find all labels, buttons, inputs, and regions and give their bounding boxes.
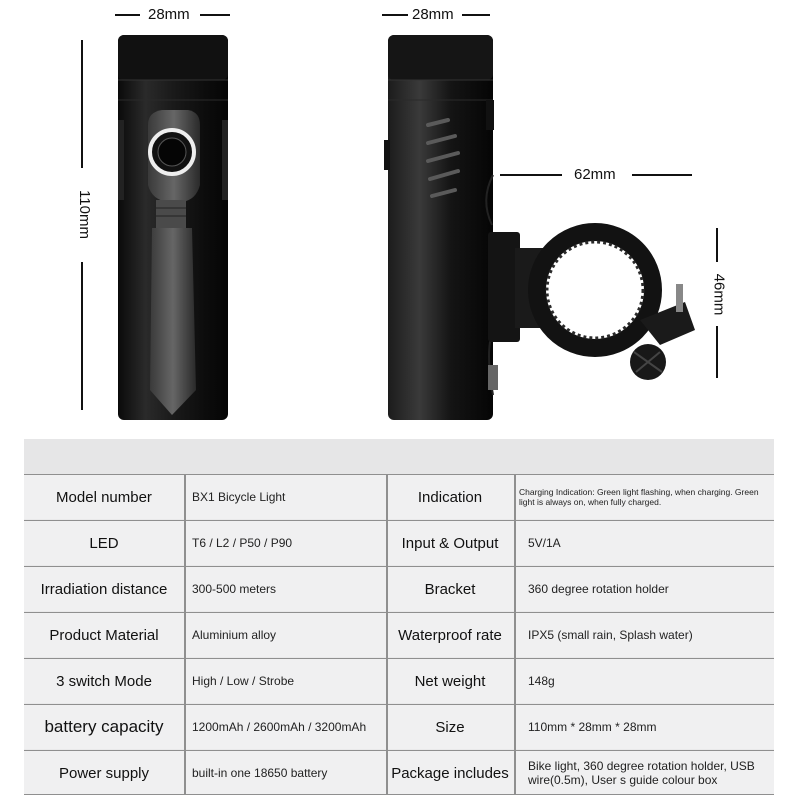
spec-label: Indication: [417, 488, 483, 506]
table-row: Model number BX1 Bicycle Light Indicatio…: [24, 474, 774, 519]
product-illustration: [81, 14, 718, 420]
spec-label: Power supply: [58, 764, 150, 782]
spec-value: Bike light, 360 degree rotation holder, …: [528, 759, 755, 787]
spec-label: battery capacity: [44, 717, 164, 736]
spec-label: Size: [435, 718, 465, 736]
spec-value: built-in one 18650 battery: [192, 766, 328, 780]
spec-label: Net weight: [414, 672, 486, 690]
table-row: Irradiation distance 300-500 meters Brac…: [24, 566, 774, 611]
table-row: Power supply built-in one 18650 battery …: [24, 750, 774, 795]
bracket-holder: [488, 223, 695, 380]
spec-label: Waterproof rate: [398, 626, 502, 644]
front-view-light: [118, 35, 228, 420]
spec-table: Model number BX1 Bicycle Light Indicatio…: [24, 439, 774, 795]
spec-value: T6 / L2 / P50 / P90: [192, 536, 293, 550]
spec-value: BX1 Bicycle Light: [192, 490, 286, 504]
spec-value: 300-500 meters: [192, 582, 277, 596]
column-divider: [514, 474, 516, 795]
table-row: battery capacity 1200mAh / 2600mAh / 320…: [24, 704, 774, 749]
spec-value: Charging Indication: Green light flashin…: [519, 487, 759, 507]
spec-value: 360 degree rotation holder: [528, 582, 669, 596]
table-row: 3 switch Mode High / Low / Strobe Net we…: [24, 658, 774, 703]
column-divider: [386, 474, 388, 795]
spec-label: Irradiation distance: [40, 580, 168, 598]
table-header-band: [24, 439, 774, 474]
spec-label: 3 switch Mode: [56, 672, 152, 690]
side-width-label: 28mm: [412, 6, 454, 23]
bracket-width-label: 62mm: [574, 166, 616, 183]
height-label: 110mm: [75, 190, 93, 239]
bracket-height-label: 46mm: [710, 273, 728, 316]
spec-label: Package includes: [391, 764, 509, 782]
spec-value: IPX5 (small rain, Splash water): [528, 628, 693, 642]
spec-label: Bracket: [424, 580, 476, 598]
side-view-light: [384, 35, 498, 420]
spec-label: Product Material: [49, 626, 159, 644]
spec-label: Input & Output: [401, 534, 499, 552]
table-row: LED T6 / L2 / P50 / P90 Input & Output 5…: [24, 520, 774, 565]
spec-value: 148g: [528, 674, 555, 688]
column-divider: [184, 474, 186, 795]
spec-label: LED: [89, 534, 119, 552]
spec-value: 1200mAh / 2600mAh / 3200mAh: [192, 720, 367, 734]
table-bottom-border: [24, 793, 774, 795]
front-width-label: 28mm: [148, 6, 190, 23]
spec-value: 5V/1A: [528, 536, 561, 550]
spec-value: Aluminium alloy: [192, 628, 277, 642]
spec-label: Model number: [56, 488, 152, 506]
spec-value: High / Low / Strobe: [192, 674, 295, 688]
table-row: Product Material Aluminium alloy Waterpr…: [24, 612, 774, 657]
spec-value: 110mm * 28mm * 28mm: [528, 720, 657, 734]
